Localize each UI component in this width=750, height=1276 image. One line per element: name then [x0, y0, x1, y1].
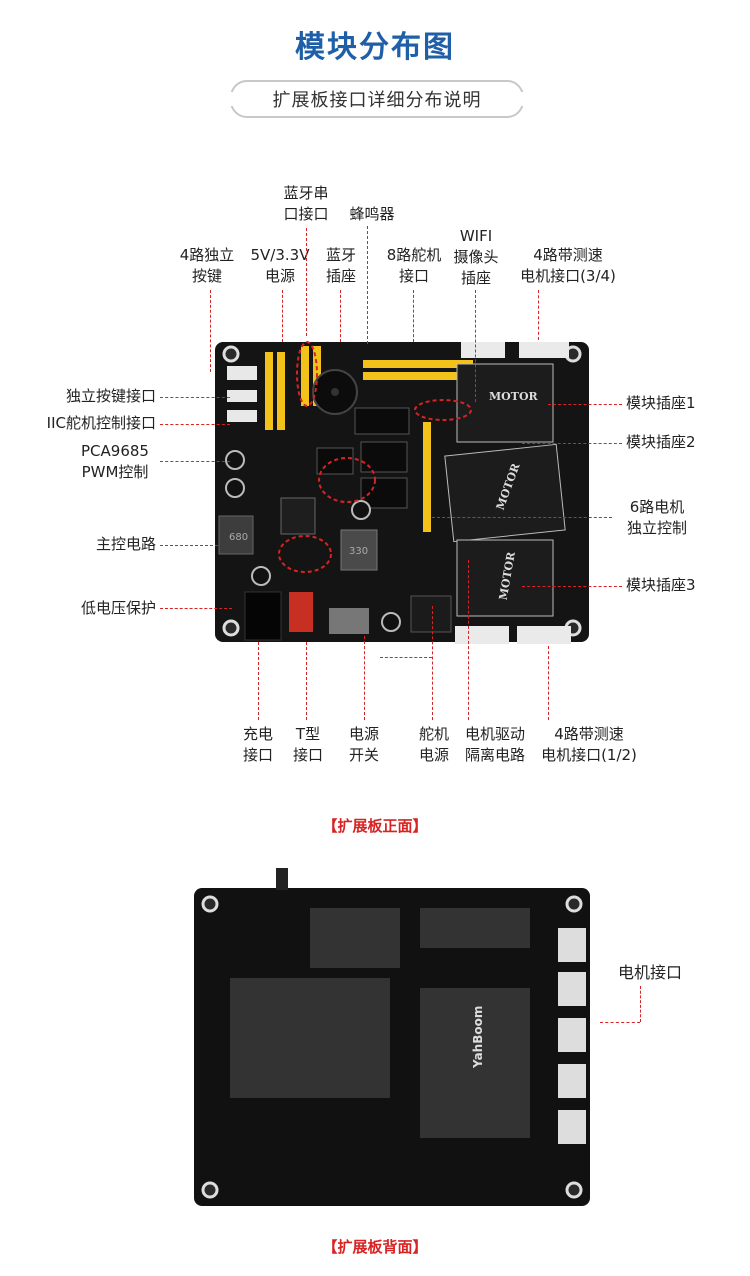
- leader-line: [548, 646, 549, 720]
- label-power: 5V/3.3V 电源: [250, 246, 310, 285]
- label-4-keys: 4路独立 按键: [179, 246, 235, 285]
- label-motor-1-2: 4路带测速 电机接口(1/2): [541, 725, 637, 764]
- label-buzzer: 蜂鸣器: [349, 205, 395, 223]
- label-module-socket-3: 模块插座3: [626, 576, 696, 594]
- inductor-a-mark: 680: [229, 532, 248, 543]
- back-brand: YahBoom: [471, 1006, 485, 1069]
- leader-line: [364, 636, 365, 720]
- label-6-motor: 6路电机 独立控制: [626, 498, 687, 537]
- leader-line: [160, 397, 230, 398]
- label-8-servo: 8路舵机 接口: [386, 246, 442, 285]
- label-pca9685: PCA9685 PWM控制: [81, 442, 149, 481]
- leader-line: [413, 290, 414, 342]
- leader-line: [538, 290, 539, 340]
- leader-line: [600, 1022, 640, 1023]
- leader-line: [522, 586, 622, 587]
- subtitle-pill: 扩展板接口详细分布说明: [227, 80, 527, 118]
- leader-line: [306, 642, 307, 720]
- leader-line: [258, 642, 259, 720]
- mount-hole-icon: [201, 895, 219, 913]
- leader-line: [640, 986, 641, 1022]
- leader-line: [160, 424, 230, 425]
- label-servo-power: 舵机 电源: [418, 725, 449, 764]
- leader-line: [548, 404, 622, 405]
- label-isolation: 电机驱动 隔离电路: [464, 725, 525, 764]
- leader-line: [432, 517, 612, 518]
- page-subtitle: 扩展板接口详细分布说明: [272, 90, 482, 111]
- back-board-photo: YahBoom: [194, 868, 590, 1206]
- label-module-socket-1: 模块插座1: [626, 394, 696, 412]
- mount-hole-icon: [565, 895, 583, 913]
- label-wifi-camera: WIFI 摄像头 插座: [453, 227, 499, 287]
- motor-silk-1: MOTOR: [489, 390, 539, 403]
- leader-line: [160, 545, 218, 546]
- leader-line: [210, 290, 211, 372]
- leader-line: [475, 290, 476, 402]
- leader-line: [306, 228, 307, 336]
- mount-hole-icon: [201, 1181, 219, 1199]
- label-motor-interface: 电机接口: [618, 963, 683, 982]
- label-bluetooth-socket: 蓝牙 插座: [325, 246, 356, 285]
- page-title: 模块分布图: [295, 30, 455, 65]
- mount-hole-icon: [222, 345, 240, 363]
- label-t-plug: T型 接口: [292, 725, 323, 764]
- label-low-voltage: 低电压保护: [80, 599, 156, 617]
- inductor-b-mark: 330: [349, 546, 368, 557]
- leader-line: [380, 657, 432, 658]
- label-key-interface: 独立按键接口: [65, 387, 156, 405]
- label-power-switch: 电源 开关: [348, 725, 379, 764]
- label-main-control: 主控电路: [95, 535, 156, 553]
- label-motor-3-4: 4路带测速 电机接口(3/4): [520, 246, 616, 285]
- leader-line: [340, 290, 341, 342]
- front-caption: 【扩展板正面】: [322, 817, 428, 835]
- leader-line: [432, 606, 433, 720]
- leader-line: [367, 226, 368, 344]
- mount-hole-icon: [565, 1181, 583, 1199]
- mount-hole-icon: [222, 619, 240, 637]
- leader-line: [468, 560, 469, 720]
- leader-line: [522, 443, 622, 444]
- leader-line: [282, 290, 283, 342]
- back-caption: 【扩展板背面】: [322, 1238, 428, 1256]
- label-charge-port: 充电 接口: [242, 725, 273, 764]
- label-module-socket-2: 模块插座2: [626, 433, 696, 451]
- front-board-photo: 680 330 MOTOR MOTOR MOTOR: [215, 341, 589, 644]
- label-iic-servo: IIC舵机控制接口: [46, 414, 156, 432]
- leader-line: [160, 461, 230, 462]
- leader-line: [160, 608, 232, 609]
- label-bluetooth-serial: 蓝牙串 口接口: [283, 184, 329, 223]
